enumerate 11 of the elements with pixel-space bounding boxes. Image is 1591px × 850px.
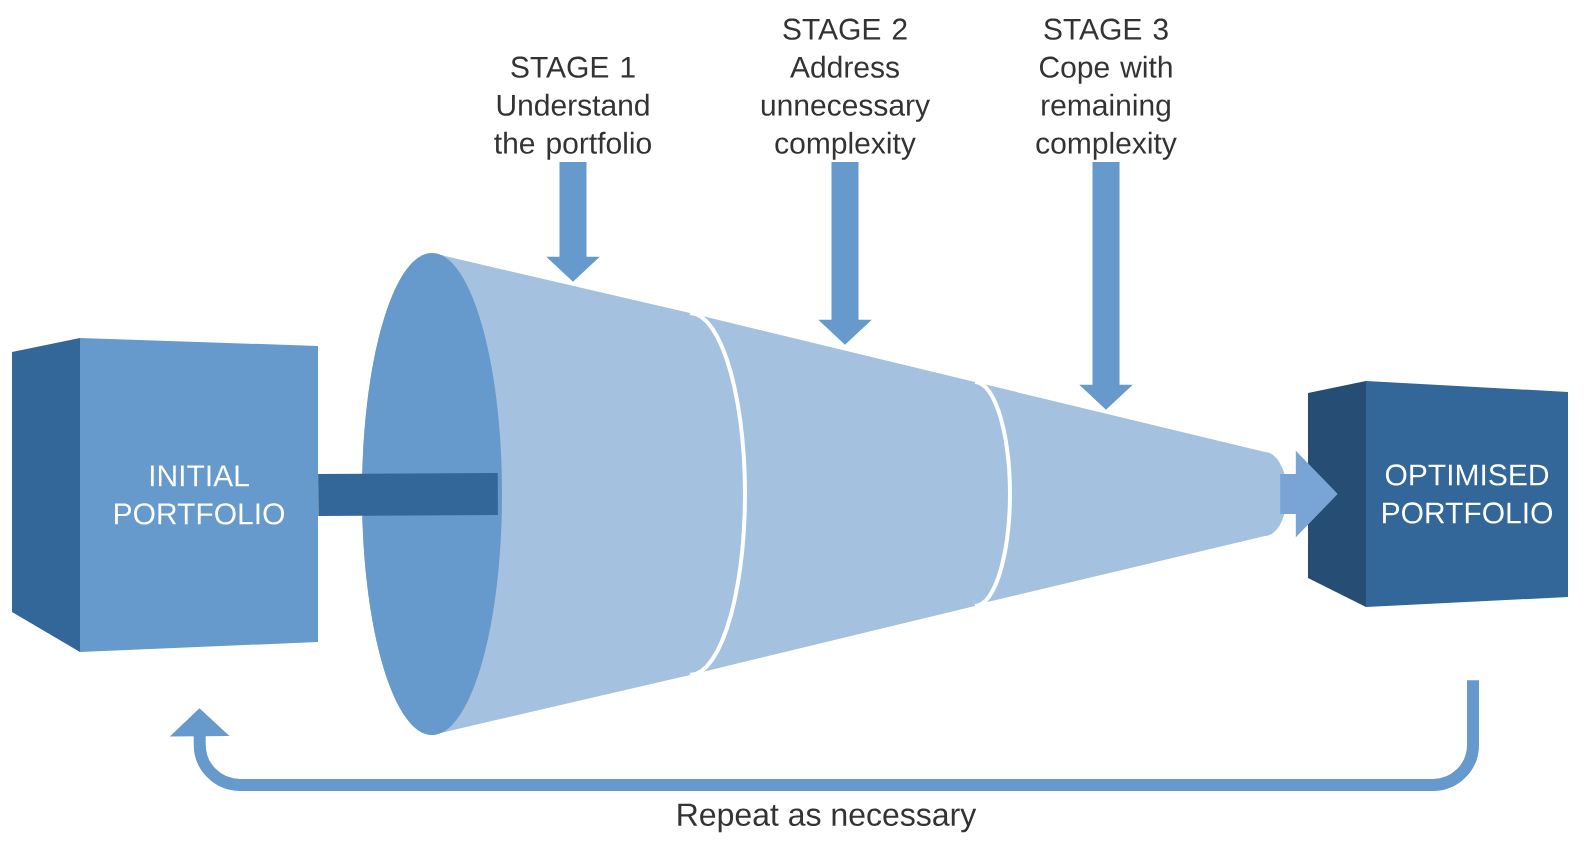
edge-label: Repeat as necessary [674,802,978,834]
portfolio-box: OPTIMISED PORTFOLIO [1308,381,1568,607]
connector-bar [318,473,498,516]
stage-label: STAGE 1 Understand the portfolio [494,56,651,160]
funnel-section [689,311,1010,677]
funnel-section [974,380,1287,608]
loop-arrow [169,680,1479,791]
stage-label: STAGE 3 Cope with remaining complexity [1036,18,1177,160]
stage-label: STAGE 2 Address unnecessary complexity [761,18,930,160]
portfolio-box: INITIAL PORTFOLIO [12,338,318,652]
funnel-section [362,253,745,735]
